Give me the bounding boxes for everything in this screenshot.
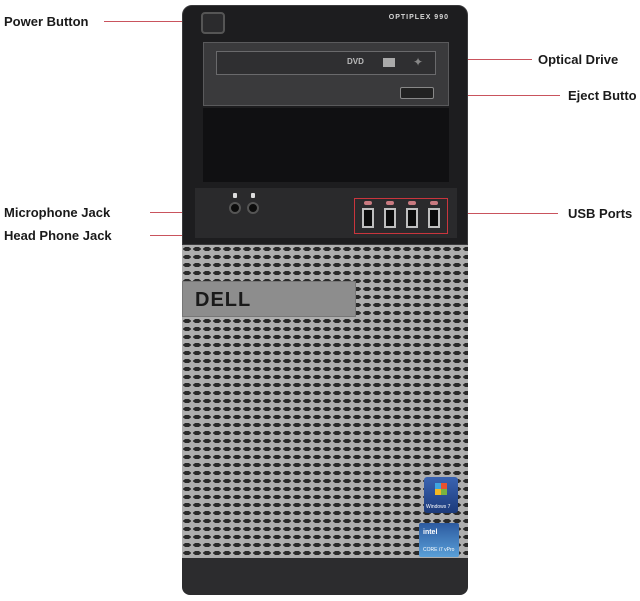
usb-port-2[interactable] [384, 208, 396, 228]
callout-headphone-jack: Head Phone Jack [4, 228, 112, 243]
callout-usb-ports: USB Ports [568, 206, 633, 221]
usb-icon [430, 201, 438, 205]
callout-power-button: Power Button [4, 14, 89, 29]
brand-plate: DELL [182, 281, 356, 317]
front-io-panel [195, 188, 457, 238]
usb-icon [408, 201, 416, 205]
windows-badge: Windows 7 [424, 477, 458, 513]
leader-line-power [104, 21, 202, 22]
leader-line-usb [446, 213, 558, 214]
usb-port-1[interactable] [362, 208, 374, 228]
front-grille: DELL Windows 7 intel CORE i7 vPro [182, 245, 468, 558]
headphone-jack[interactable] [247, 202, 259, 214]
usb-ports-highlight [354, 198, 448, 234]
drive-format-icon [383, 58, 395, 67]
callout-optical-drive: Optical Drive [538, 52, 619, 67]
model-label: OPTIPLEX 990 [388, 14, 449, 21]
microphone-icon [233, 193, 237, 198]
front-bezel: OPTIPLEX 990 DVD ✦ [182, 5, 468, 245]
usb-port-3[interactable] [406, 208, 418, 228]
intel-badge: intel CORE i7 vPro [419, 523, 459, 557]
callout-microphone-jack: Microphone Jack [4, 205, 111, 220]
optical-drive-tray[interactable]: DVD ✦ [216, 51, 436, 75]
leader-line-eject [432, 95, 560, 96]
pc-tower: OPTIPLEX 990 DVD ✦ [182, 5, 468, 595]
windows-logo-icon [435, 483, 447, 495]
usb-port-4[interactable] [428, 208, 440, 228]
tower-base [182, 558, 468, 595]
callout-eject-button: Eject Butto [568, 88, 637, 103]
power-button[interactable] [201, 12, 225, 34]
dvd-logo-icon: DVD [347, 57, 364, 66]
empty-drive-bay [203, 108, 449, 182]
microphone-jack[interactable] [229, 202, 241, 214]
usb-icon [386, 201, 394, 205]
leader-line-optical [446, 59, 532, 60]
eject-button[interactable] [400, 87, 434, 99]
optical-drive-bay: DVD ✦ [203, 42, 449, 106]
headphone-icon [251, 193, 255, 198]
dell-logo: DELL [195, 289, 252, 311]
lightscribe-icon: ✦ [413, 55, 424, 69]
usb-icon [364, 201, 372, 205]
